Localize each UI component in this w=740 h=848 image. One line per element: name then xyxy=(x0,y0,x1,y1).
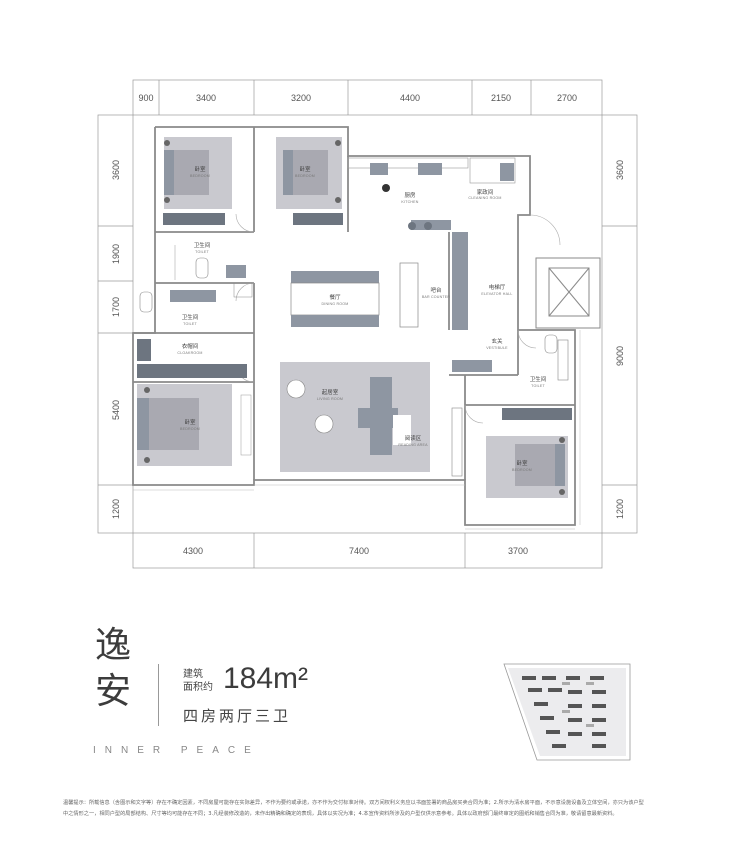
room-label-bar: 吧台 xyxy=(430,286,442,294)
room-label-elevator: 电梯厅 xyxy=(489,283,506,291)
room-label-dining: 餐厅 xyxy=(329,293,341,301)
tagline: INNER PEACE xyxy=(93,745,260,756)
room-label-bedroom-4: 卧室 xyxy=(516,459,528,467)
dim-bottom-3: 3700 xyxy=(508,546,528,556)
room-label-living: 起居室 xyxy=(322,388,339,396)
bedroom-4-cabinet xyxy=(451,407,463,477)
toilet-1-fixtures xyxy=(174,245,246,280)
living-room xyxy=(280,362,430,472)
room-label-kitchen-en: KITCHEN xyxy=(401,200,418,204)
dim-right-2: 9000 xyxy=(615,346,625,366)
corridor-cabinet xyxy=(452,232,468,330)
cloakroom-storage xyxy=(137,339,247,378)
kitchen-counters xyxy=(347,157,516,230)
site-plan-thumbnail xyxy=(503,663,631,761)
project-name-char-1: 逸 xyxy=(95,625,132,666)
dining-table xyxy=(290,262,419,328)
elevator-shaft xyxy=(535,257,601,329)
room-label-vestibule-en: VESTIBULE xyxy=(486,346,508,350)
dim-left-5: 1200 xyxy=(111,499,121,519)
dim-bottom-1: 4300 xyxy=(183,546,203,556)
project-name-char-2: 安 xyxy=(95,671,132,712)
floor-plan: 900 3400 3200 4400 2150 2700 4300 7400 3… xyxy=(97,79,638,569)
dim-right-1: 3600 xyxy=(615,160,625,180)
dim-top-2: 3400 xyxy=(196,93,216,103)
room-label-toilet-3-en: TOILET xyxy=(531,384,545,388)
room-label-bar-en: BAR COUNTER xyxy=(422,295,451,299)
room-label-cleaning: 家政间 xyxy=(477,188,494,196)
toilet-3-fixtures xyxy=(502,334,572,420)
dim-left-4: 5400 xyxy=(111,400,121,420)
room-label-bedroom-2-en: BEDROOM xyxy=(295,174,315,178)
room-label-bedroom-1-en: BEDROOM xyxy=(190,174,210,178)
dim-top-6: 2700 xyxy=(557,93,577,103)
room-label-toilet-3: 卫生间 xyxy=(530,375,547,383)
room-label-master-bedroom-en: BEDROOM xyxy=(180,427,200,431)
room-label-dining-en: DINING ROOM xyxy=(322,302,349,306)
room-label-cleaning-en: CLEANING ROOM xyxy=(468,196,501,200)
room-label-toilet-1: 卫生间 xyxy=(194,241,211,249)
project-title-block: 逸 安 建筑 面积约 184m² 四房两厅三卫 INNER PEACE xyxy=(93,625,475,768)
dim-right-3: 1200 xyxy=(615,499,625,519)
room-label-cloakroom-en: CLOAKROOM xyxy=(177,351,202,355)
toilet-2-fixtures xyxy=(139,282,253,313)
room-label-bedroom-1: 卧室 xyxy=(194,165,206,173)
dim-top-3: 3200 xyxy=(291,93,311,103)
disclaimer-line-2: 中之情形之一，相同户型的局部结构、尺寸等均可能存在不同；3.凡经装修改造的，未作… xyxy=(63,811,618,817)
room-label-bedroom-4-en: BEDROOM xyxy=(512,468,532,472)
title-divider xyxy=(158,664,159,726)
room-label-reading-en: READING AREA xyxy=(398,443,428,447)
dim-left-1: 3600 xyxy=(111,160,121,180)
room-label-living-en: LIVING ROOM xyxy=(317,397,343,401)
area-label-line-2: 面积约 xyxy=(183,682,213,693)
room-label-toilet-1-en: TOILET xyxy=(195,250,209,254)
area-value: 184m² xyxy=(223,662,309,695)
walls xyxy=(132,126,576,526)
bedroom-top-middle xyxy=(276,137,343,225)
window-lines xyxy=(133,330,581,530)
layout-description: 四房两厅三卫 xyxy=(183,707,292,725)
room-label-cloakroom: 衣帽间 xyxy=(182,342,199,350)
dim-top-5: 2150 xyxy=(491,93,511,103)
dim-left-3: 1700 xyxy=(111,297,121,317)
bedroom-4 xyxy=(486,436,568,498)
room-label-reading: 阅读区 xyxy=(405,434,422,442)
room-label-kitchen: 厨房 xyxy=(404,191,416,199)
disclaimer-note: 温馨提示：所载信息（含图示和文字等）存在不确定因素，不同房屋可能存在实际差异，不… xyxy=(63,798,693,820)
dim-top-4: 4400 xyxy=(400,93,420,103)
dimension-frame xyxy=(97,79,638,569)
disclaimer-line-1: 温馨提示：所载信息（含图示和文字等）存在不确定因素，不同房屋可能存在实际差异，不… xyxy=(63,800,644,806)
vestibule-cabinet xyxy=(452,360,492,372)
dim-left-2: 1900 xyxy=(111,244,121,264)
dim-bottom-2: 7400 xyxy=(349,546,369,556)
room-label-bedroom-2: 卧室 xyxy=(299,165,311,173)
room-label-elevator-en: ELEVATOR HALL xyxy=(481,292,512,296)
dim-top-1: 900 xyxy=(138,93,153,103)
room-label-toilet-2: 卫生间 xyxy=(182,313,199,321)
bedroom-top-left xyxy=(163,137,232,225)
room-label-vestibule: 玄关 xyxy=(491,337,503,345)
master-bedroom xyxy=(137,384,252,466)
room-label-toilet-2-en: TOILET xyxy=(183,322,197,326)
area-label-line-1: 建筑 xyxy=(183,669,203,680)
room-label-master-bedroom: 卧室 xyxy=(184,418,196,426)
